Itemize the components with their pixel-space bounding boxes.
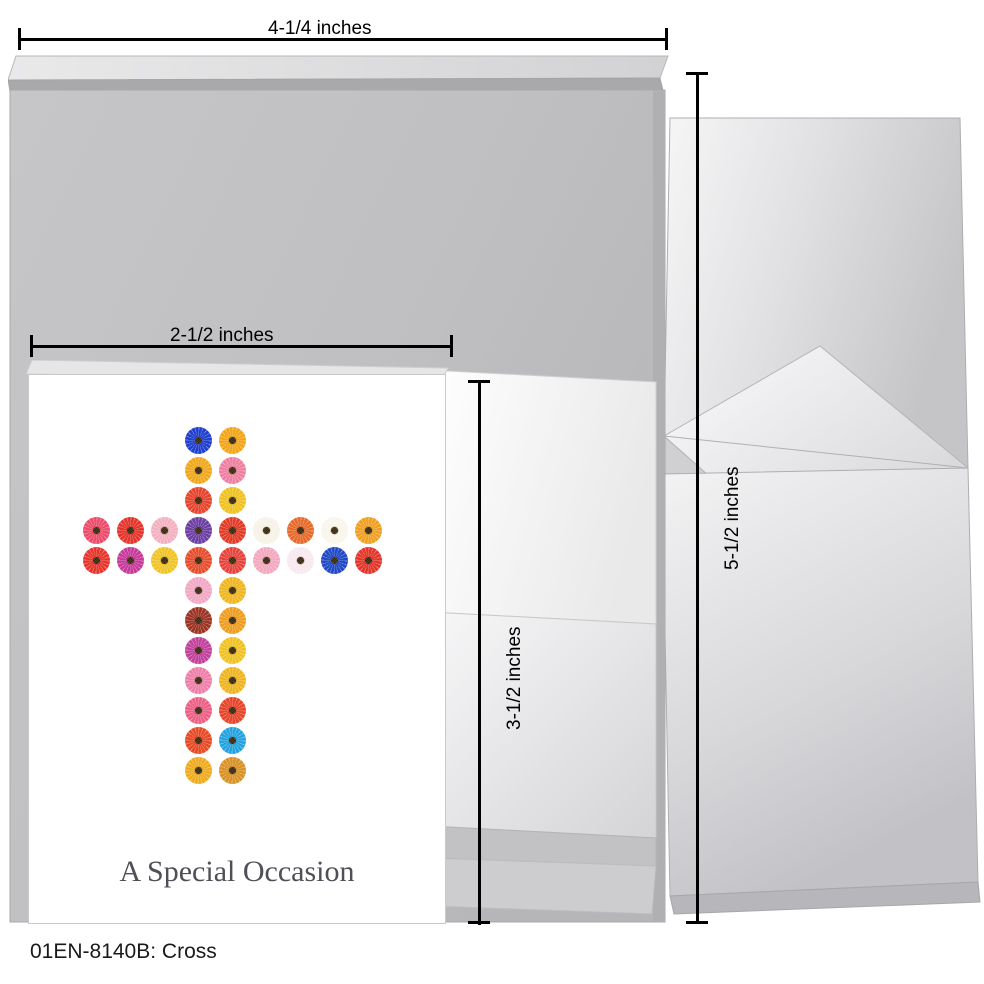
flower-petal: [82, 546, 110, 574]
flower-ring: [320, 516, 348, 544]
flower-petal: [320, 546, 348, 574]
flower-petal: [218, 516, 246, 544]
flower-ring: [184, 666, 212, 694]
flower-ring: [354, 546, 382, 574]
card-width-dimension-line: [18, 38, 668, 41]
card-width-tick-right: [665, 28, 668, 50]
flower-petal: [218, 456, 246, 484]
front-width-label: 2-1/2 inches: [170, 325, 274, 346]
flower-ring: [184, 696, 212, 724]
card-front-panel: A Special Occasion: [28, 374, 446, 924]
flower-petal: [150, 546, 178, 574]
flower-ring: [184, 726, 212, 754]
flower-petal: [218, 726, 246, 754]
flower-petal: [184, 546, 212, 574]
flower-petal: [218, 666, 246, 694]
flower-petal: [320, 516, 348, 544]
card-height-dimension-line: [696, 72, 699, 924]
card-height-tick-bottom: [686, 921, 708, 924]
card-width-label: 4-1/4 inches: [268, 18, 372, 39]
flower-ring: [218, 636, 246, 664]
flower-petal: [218, 486, 246, 514]
flower-petal: [354, 546, 382, 574]
flower-ring: [218, 696, 246, 724]
flower-ring: [184, 486, 212, 514]
flower-ring: [184, 606, 212, 634]
flower-ring: [218, 486, 246, 514]
flower-ring: [184, 546, 212, 574]
flower-ring: [184, 756, 212, 784]
flower-petal: [218, 426, 246, 454]
flower-petal: [184, 636, 212, 664]
flower-petal: [150, 516, 178, 544]
flower-ring: [116, 516, 144, 544]
flower-petal: [218, 576, 246, 604]
flower-ring: [252, 546, 280, 574]
flower-ring: [184, 636, 212, 664]
flower-petal: [184, 756, 212, 784]
flower-ring: [218, 516, 246, 544]
flower-petal: [286, 516, 314, 544]
flower-ring: [116, 546, 144, 574]
flower-petal: [218, 756, 246, 784]
flower-ring: [218, 756, 246, 784]
flower-ring: [218, 606, 246, 634]
card-title: A Special Occasion: [119, 855, 355, 888]
flower-ring: [150, 546, 178, 574]
flower-cross-artwork: [79, 425, 399, 795]
flower-petal: [184, 486, 212, 514]
flower-ring: [150, 516, 178, 544]
flower-ring: [218, 426, 246, 454]
flower-ring: [320, 546, 348, 574]
flower-ring: [82, 546, 110, 574]
flower-petal: [252, 546, 280, 574]
flower-petal: [218, 696, 246, 724]
flower-petal: [184, 726, 212, 754]
flower-ring: [218, 726, 246, 754]
flower-petal: [354, 516, 382, 544]
flower-petal: [252, 516, 280, 544]
front-height-label: 3-1/2 inches: [504, 626, 525, 730]
flower-ring: [82, 516, 110, 544]
flower-petal: [184, 456, 212, 484]
flower-ring: [286, 516, 314, 544]
flower-ring: [218, 546, 246, 574]
flower-ring: [218, 576, 246, 604]
flower-ring: [184, 576, 212, 604]
flower-petal: [184, 576, 212, 604]
flower-petal: [184, 516, 212, 544]
flower-petal: [218, 606, 246, 634]
flower-petal: [218, 636, 246, 664]
inner-card-illustration: [430, 369, 657, 915]
flower-ring: [354, 516, 382, 544]
flower-petal: [184, 426, 212, 454]
card-width-tick-left: [18, 28, 21, 50]
flower-petal: [184, 606, 212, 634]
flower-petal: [82, 516, 110, 544]
flower-ring: [286, 546, 314, 574]
front-height-tick-top: [468, 380, 490, 383]
front-height-tick-bottom: [468, 921, 490, 924]
flower-petal: [116, 546, 144, 574]
envelope-illustration: [659, 117, 981, 915]
front-width-dimension-line: [30, 345, 453, 348]
card-height-label: 5-1/2 inches: [722, 466, 743, 570]
front-height-dimension-line: [478, 380, 481, 925]
flower-petal: [184, 666, 212, 694]
flower-petal: [184, 696, 212, 724]
flower-ring: [184, 456, 212, 484]
front-width-tick-right: [450, 335, 453, 357]
flower-petal: [286, 546, 314, 574]
flower-petal: [116, 516, 144, 544]
card-height-tick-top: [686, 72, 708, 75]
front-width-tick-left: [30, 335, 33, 357]
caption-text: 01EN-8140B: Cross: [30, 940, 217, 963]
flower-ring: [218, 456, 246, 484]
flower-ring: [184, 426, 212, 454]
flower-ring: [184, 516, 212, 544]
flower-petal: [218, 546, 246, 574]
flower-ring: [252, 516, 280, 544]
flower-ring: [218, 666, 246, 694]
